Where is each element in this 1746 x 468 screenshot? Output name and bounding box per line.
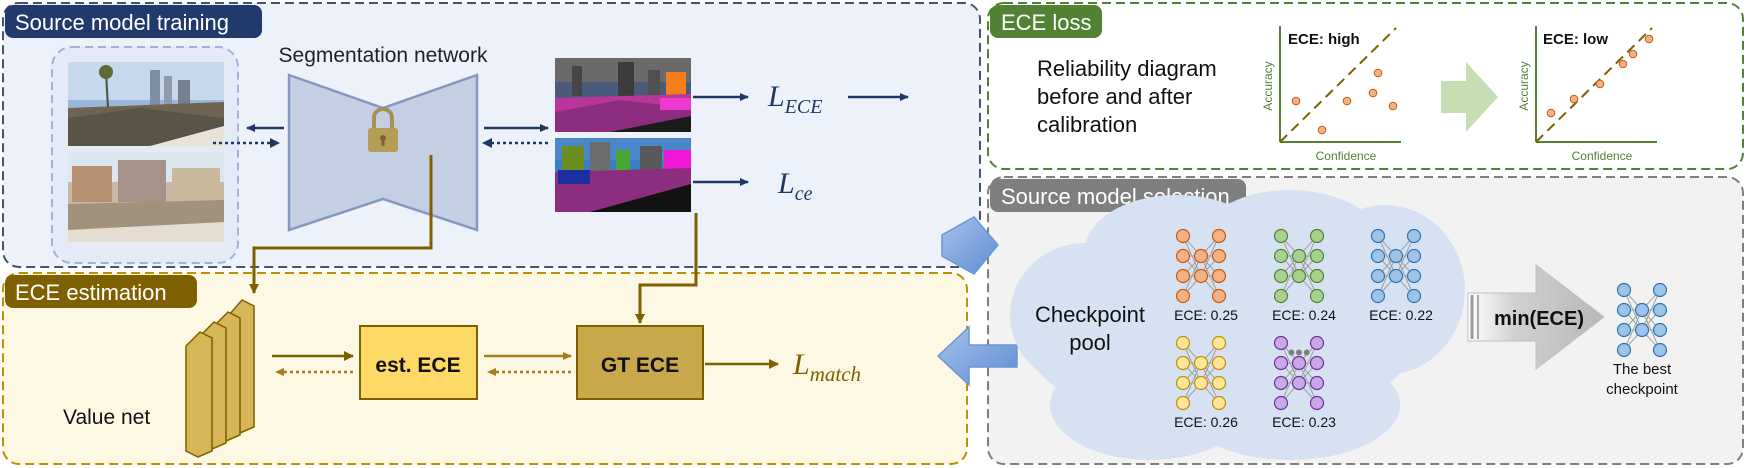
gt-ece-box [576,325,704,400]
checkpoint-network-4 [1175,335,1227,411]
best-checkpoint-network [1616,282,1668,358]
checkpoint-network-1 [1175,228,1227,304]
lock-icon [368,107,398,152]
arrow-training-to-selection [941,216,999,275]
estimation-section-title: ECE estimation [15,280,167,305]
segmentation-output-bottom [555,138,691,212]
checkpoint-network-2 [1273,228,1325,304]
checkpoint-pool-line1: Checkpoint [1035,302,1145,327]
loss-match-label: Lmatch [792,348,861,386]
connector-network-to-value-net [249,155,433,294]
after-y-axis-label: Accuracy [1517,61,1531,110]
est-ece-box [359,325,478,400]
checkpoint-ece-label-3: ECE: 0.22 [1369,307,1433,323]
after-x-axis-label: Confidence [1572,149,1633,163]
connector-output-to-gt-ece [635,213,698,324]
arrow-selection-to-estimation [936,325,1018,387]
input-image-road-1 [68,62,224,146]
best-checkpoint-line1: The best [1613,361,1672,378]
checkpoint-network-3 [1370,228,1422,304]
best-checkpoint-net-icon [1616,282,1668,358]
checkpoint-ece-label-5: ECE: 0.23 [1272,414,1336,430]
input-image-road-2 [68,152,224,242]
after-ece-label: ECE: low [1543,31,1608,48]
input-images-group [51,46,239,264]
ece-loss-desc-line3: calibration [1037,112,1137,137]
more-checkpoints-ellipsis: ••• [1287,340,1310,365]
before-ece-label: ECE: high [1288,31,1360,48]
best-checkpoint-line2: checkpoint [1606,381,1679,398]
gt-ece-label: GT ECE [601,354,679,377]
value-net-label: Value net [63,406,150,429]
before-y-axis-label: Accuracy [1261,61,1275,110]
checkpoint-pool-line2: pool [1069,330,1111,355]
segmentation-output-top [555,58,691,132]
checkpoint-ece-label-1: ECE: 0.25 [1174,307,1238,323]
ece-loss-desc-line1: Reliability diagram [1037,56,1217,81]
est-ece-label: est. ECE [375,354,460,377]
min-ece-arrow [1467,263,1605,371]
checkpoint-ece-label-4: ECE: 0.26 [1174,414,1238,430]
network-label: Segmentation network [279,44,488,67]
calibration-arrow [1441,62,1498,132]
training-section-title: Source model training [15,10,229,35]
ece-loss-desc-line2: before and after [1037,84,1192,109]
source-model-training-panel: Source model training [2,2,981,268]
reliability-diagram-after: ECE: low Confidence Accuracy [1517,26,1657,163]
checkpoint-network-5 [1273,335,1325,411]
reliability-diagram-before: ECE: high Confidence Accuracy [1261,26,1401,163]
checkpoint-ece-label-2: ECE: 0.24 [1272,307,1336,323]
ece-loss-section-title: ECE loss [1001,10,1091,35]
loss-ce-label: Lce [777,167,813,205]
loss-ece-label: LECE [767,80,822,118]
value-net-icon [185,299,255,458]
ece-loss-panel: ECE loss [987,2,1744,170]
min-ece-label: min(ECE) [1494,308,1584,330]
before-x-axis-label: Confidence [1316,149,1377,163]
